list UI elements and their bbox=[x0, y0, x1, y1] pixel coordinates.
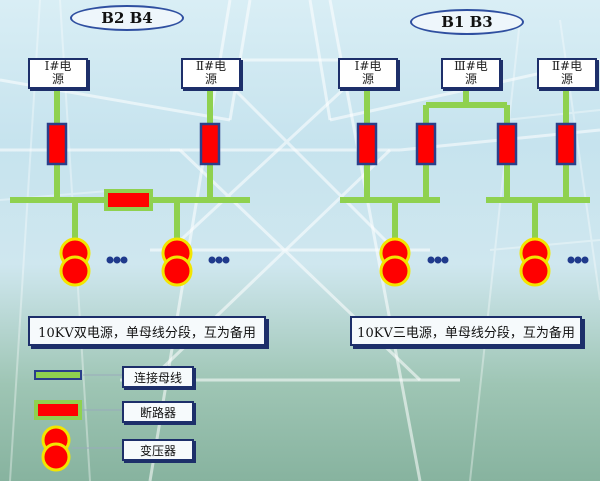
right-source-1-box: Ⅰ#电 源 bbox=[338, 58, 398, 89]
transformer-right-1 bbox=[379, 237, 411, 287]
breaker-right-source2 bbox=[555, 122, 577, 166]
transformer-left-2 bbox=[161, 237, 193, 287]
ellipsis-left-1 bbox=[106, 256, 128, 264]
legend-transformer-label: 变压器 bbox=[122, 439, 194, 461]
transformer-left-1 bbox=[59, 237, 91, 287]
legend-breaker-label: 断路器 bbox=[122, 401, 194, 423]
legend-transformer-symbol bbox=[41, 425, 122, 472]
right-diagram-title: B1 B3 bbox=[410, 9, 524, 35]
right-source-2-box: Ⅱ#电 源 bbox=[537, 58, 597, 89]
left-diagram-caption: 10KV双电源，单母线分段，互为备用 bbox=[28, 316, 266, 346]
breaker-right-source3a bbox=[415, 122, 437, 166]
ellipsis-right-1 bbox=[427, 256, 449, 264]
right-source-3-box: Ⅲ#电 源 bbox=[441, 58, 501, 89]
legend-breaker-symbol bbox=[34, 400, 122, 420]
transformer-right-2 bbox=[519, 237, 551, 287]
breaker-left-source1 bbox=[46, 122, 68, 166]
legend-busbar-label: 连接母线 bbox=[122, 366, 194, 388]
breaker-right-source1 bbox=[356, 122, 378, 166]
left-source-2-box: Ⅱ#电 源 bbox=[181, 58, 241, 89]
legend-busbar-symbol bbox=[34, 370, 122, 380]
breaker-left-bus-tie bbox=[104, 189, 153, 211]
ellipsis-right-2 bbox=[567, 256, 589, 264]
left-diagram-title: B2 B4 bbox=[70, 5, 184, 31]
right-diagram-caption: 10KV三电源，单母线分段，互为备用 bbox=[350, 316, 582, 346]
left-source-1-box: Ⅰ#电 源 bbox=[28, 58, 88, 89]
breaker-right-source3b bbox=[496, 122, 518, 166]
ellipsis-left-2 bbox=[208, 256, 230, 264]
breaker-left-source2 bbox=[199, 122, 221, 166]
